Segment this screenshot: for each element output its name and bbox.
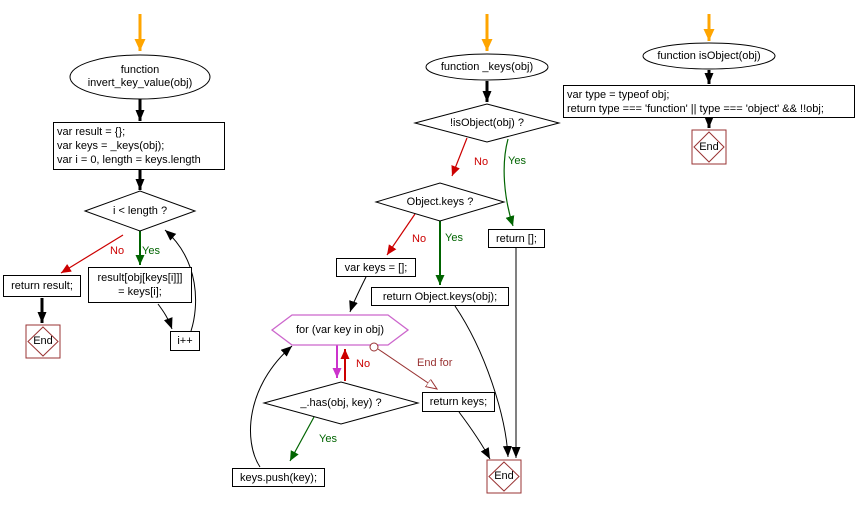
branch-label-yes: Yes [142,245,160,257]
process-node-assign: result[obj[keys[i]]] = keys[i]; [88,267,192,303]
edge-yes-returnempty [503,138,515,227]
code-line: var result = {}; [57,126,126,138]
diamond-i-lt-length [83,190,197,232]
edge-endfor-returnkeys [377,348,437,389]
edge-varkeys-to-for [349,276,367,313]
end-box-isobject [691,129,727,165]
end-node-keys-label: End [494,470,514,482]
process-node-return-object-keys: return Object.keys(obj); [371,287,509,306]
start-ellipse-isobject [642,42,776,70]
code-line: keys.push(key); [239,471,318,484]
code-line: result[obj[keys[i]]] [97,272,183,284]
loop-exit-port [369,342,379,352]
branch-label-no: No [474,156,489,168]
process-node-return-result: return result; [3,275,81,297]
process-node-keys-push: keys.push(key); [232,468,325,487]
condition-label-i-lt-length: i < length ? [112,204,168,217]
hexagon-for-loop [270,314,410,346]
condition-label-not-isobject: !isObject(obj) ? [450,116,524,129]
end-node-isobject-label: End [699,140,719,153]
edge-assign-to-incr [157,303,173,330]
process-node-increment: i++ [170,331,200,351]
branch-label-no: No [110,245,125,257]
code-line: return Object.keys(obj); [382,290,498,303]
code-line: return type === 'function' || type === '… [567,102,824,115]
branch-label-no: No [412,233,427,245]
start-node-keys-label: function _keys(obj) [440,60,534,73]
end-diamond-invert [27,326,59,357]
function-title-line: function [120,64,160,76]
invert-edges [37,14,197,332]
end-box-keys [486,459,522,494]
code-line: return result; [11,280,73,292]
branch-label-yes: Yes [319,433,337,445]
process-node-return-keys: return keys; [422,392,495,412]
code-line: var keys = []; [344,261,408,274]
end-node-invert-label: End [33,335,53,347]
branch-label-yes: Yes [445,232,463,244]
edge-no-return [60,234,124,274]
edge-yes-push [289,416,315,462]
code-line: return keys; [429,396,488,408]
code-line: = keys[i]; [118,286,162,298]
edge-push-back-to-for [250,345,293,468]
edge-returnkeys-to-end [458,411,491,460]
start-ellipse-invert [69,54,211,100]
condition-label-has: _.has(obj, key) ? [300,396,382,409]
code-line: var i = 0, length = keys.length [57,154,201,166]
keys-edges [250,14,521,468]
condition-label-object-keys: Object.keys ? [406,195,474,208]
end-diamond-keys [488,461,520,492]
branch-label-no: No [356,358,371,370]
edge-no-objectkeys [451,137,468,177]
process-node-init: var result = {}; var keys = _keys(obj); … [53,122,225,170]
diamond-has [262,381,420,425]
start-ellipse-keys [425,53,549,81]
edge-returnobjectkeys-to-end [454,305,512,458]
code-line: var type = typeof obj; [567,88,670,101]
end-diamond-isobject [693,131,725,163]
diamond-object-keys [374,182,506,222]
end-box-invert [25,324,61,359]
diamond-not-isobject [413,103,561,143]
node-shapes [25,42,776,494]
start-node-isobject-label: function isObject(obj) [657,49,761,62]
edge-incr-to-cond [164,229,197,332]
process-node-isobject-body: var type = typeof obj; return type === '… [563,85,855,118]
code-line: i++ [177,335,193,347]
loop-node-for-label: for (var key in obj) [295,323,385,336]
code-line: var keys = _keys(obj); [57,140,165,152]
start-node-invert-label: function invert_key_value(obj) [75,57,205,97]
process-node-var-keys: var keys = []; [336,258,416,277]
edge-no-varkeys [386,213,416,256]
process-node-return-empty: return []; [488,229,545,248]
branch-label-yes: Yes [508,155,526,167]
loop-label-end-for: End for [417,357,453,369]
code-line: return []; [496,232,537,245]
function-title-line: invert_key_value(obj) [87,77,193,89]
